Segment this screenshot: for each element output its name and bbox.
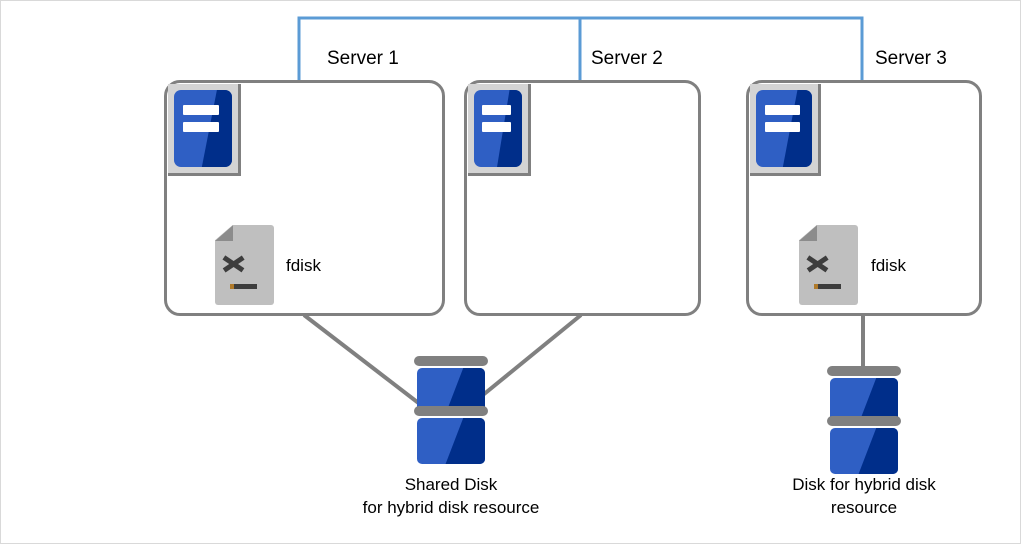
server-icon-bar-1 [183,105,220,116]
server-3-label: Server 3 [875,48,947,69]
server-icon-bar-1 [764,105,800,116]
disk-platter-lower [830,428,898,474]
server-icon-plate [174,90,232,167]
server-2-box[interactable] [464,80,701,316]
doc-prompt-chevron-icon [223,254,250,275]
server-1-fdisk-script-doc-icon [215,225,274,305]
shared-disk-label: Shared Disk for hybrid disk resource [362,475,540,517]
shared-disk-stack-icon [414,356,488,464]
server-icon-bar-2 [183,121,220,132]
disk-platter-lower [417,418,485,464]
server3-disk-stack-icon [827,366,901,474]
doc-prompt-chevron-icon [807,254,834,275]
doc-prompt-cursor-icon [230,284,258,289]
server-icon-plate [474,90,522,167]
server-icon-plate [756,90,812,167]
server-3-server-icon [750,84,821,176]
server-1-server-icon [168,84,241,176]
server-3-fdisk-label: fdisk [871,256,906,275]
server-2-label: Server 2 [591,48,663,69]
disk-platter-shade [445,418,485,464]
disk-band-top [827,366,901,376]
server-1-fdisk-label: fdisk [286,256,321,275]
disk-band-middle [414,406,488,416]
server3-disk-label: Disk for hybrid disk resource [792,475,936,517]
server-icon-bar-1 [481,105,512,116]
disk-band-middle [827,416,901,426]
doc-prompt-cursor-icon [814,284,842,289]
disk-platter-shade [858,428,898,474]
server-icon-bar-2 [481,121,512,132]
server-icon-bar-2 [764,121,800,132]
disk-band-top [414,356,488,366]
server-3-fdisk-script-doc-icon [799,225,858,305]
server-2-server-icon [468,84,531,176]
server-1-label: Server 1 [327,48,399,69]
